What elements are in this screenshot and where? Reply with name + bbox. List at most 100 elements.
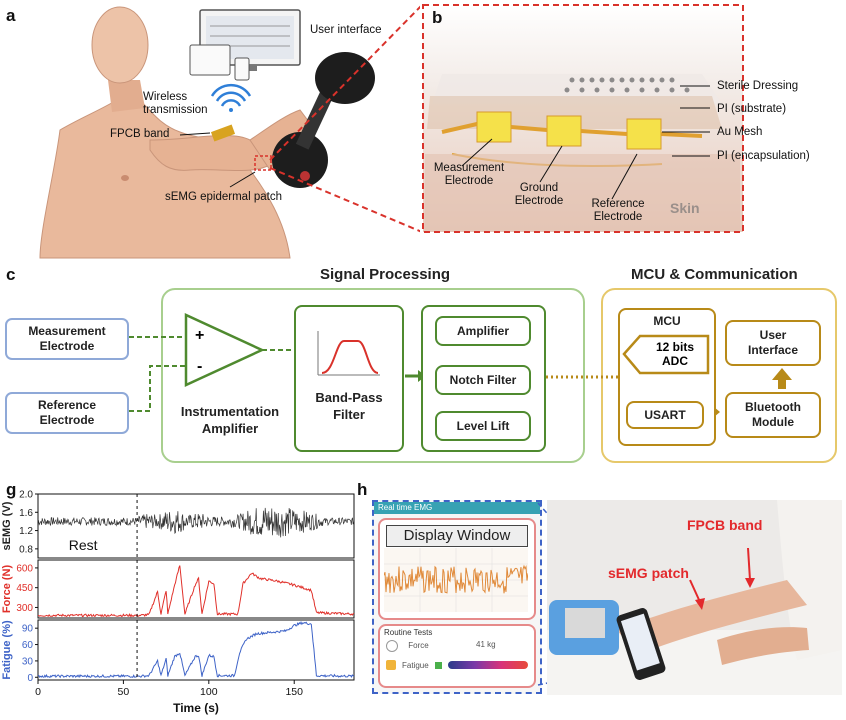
y-axis-label: Force (N) <box>1 565 13 614</box>
x-axis-label: Time (s) <box>173 701 219 715</box>
band-pass-line2: Filter <box>333 407 365 422</box>
label-skin: Skin <box>670 200 700 216</box>
reference-electrode-box: Reference Electrode <box>5 392 129 434</box>
label-wireless-line1: Wireless <box>143 91 188 103</box>
emg-trace-icon <box>384 548 528 612</box>
panel-letter-b: b <box>432 8 443 27</box>
display-window-label: Display Window <box>386 525 528 547</box>
force-label: Force <box>408 641 429 651</box>
fatigue-indicator <box>434 661 442 669</box>
band-pass-curve-icon <box>317 331 380 376</box>
app-titlebar: Real time EMG <box>374 502 540 514</box>
y-tick-label: 60 <box>22 640 34 651</box>
x-tick-label: 100 <box>200 686 218 698</box>
y-axis-label: sEMG (V) <box>1 501 13 550</box>
panel-letter-c: c <box>6 265 16 284</box>
mcu-communication-title: MCU & Communication <box>631 266 798 283</box>
band-pass-line1: Band-Pass <box>315 390 383 405</box>
y-tick-label: 300 <box>16 603 33 614</box>
plus-sign: + <box>195 327 205 344</box>
app-screen: Real time EMG Display Window Routine Tes… <box>372 500 542 694</box>
y-tick-label: 0.8 <box>19 544 33 555</box>
adc-label: 12 bits ADC <box>642 340 708 368</box>
adc-shape <box>622 334 710 375</box>
semg-series-line <box>37 507 355 538</box>
measurement-electrode-line1: Measurement <box>28 324 106 338</box>
panel-c-connectors <box>129 313 792 417</box>
usart-box: USART <box>626 401 704 429</box>
notch-filter-box: Notch Filter <box>435 365 531 395</box>
force-value: 41 kg <box>476 640 496 649</box>
label-reference-electrode-b-line1: Reference <box>591 198 645 210</box>
routine-tests-panel: Routine Tests Force 41 kg Fatigue <box>378 624 536 688</box>
label-semg-patch: sEMG epidermal patch <box>165 191 282 203</box>
x-tick-label: 0 <box>35 686 41 698</box>
label-wireless: Wireless transmission <box>143 91 208 117</box>
dumbbell-shape <box>272 52 375 188</box>
bluetooth-line2: Module <box>752 415 794 429</box>
force-series-line <box>37 565 355 618</box>
label-wireless-line2: transmission <box>143 104 208 116</box>
label-semg-patch-h: sEMG patch <box>608 565 689 581</box>
reference-electrode-line2: Electrode <box>39 413 95 427</box>
wifi-icon <box>210 83 252 112</box>
x-tick-label: 50 <box>118 686 130 698</box>
label-user-interface: User interface <box>310 24 382 36</box>
label-ground-electrode-line1: Ground <box>519 182 559 194</box>
label-ground-electrode: Ground Electrode <box>509 182 569 208</box>
y-tick-label: 30 <box>22 656 34 667</box>
label-fpcb-band: FPCB band <box>110 128 170 140</box>
instrumentation-amp-label: Instrumentation Amplifier <box>170 403 290 437</box>
user-interface-line1: User <box>759 328 787 342</box>
signal-processing-title: Signal Processing <box>320 266 451 283</box>
semg-patch-shape <box>254 155 272 171</box>
x-tick-label: 150 <box>285 686 303 698</box>
routine-tests-label: Routine Tests <box>384 628 433 637</box>
user-interface-box: User Interface <box>725 320 821 366</box>
user-interface-line2: Interface <box>747 343 799 357</box>
y-tick-label: 1.6 <box>19 508 33 519</box>
y-tick-label: 1.2 <box>19 526 33 537</box>
force-row: Force 41 kg <box>386 640 496 652</box>
monitor-icon <box>189 9 301 81</box>
panel-a-illustration <box>39 5 420 259</box>
y-tick-label: 450 <box>16 583 33 594</box>
label-ground-electrode-line2: Electrode <box>514 195 564 207</box>
instrumentation-amp-line2: Amplifier <box>201 421 259 436</box>
amplifier-box: Amplifier <box>435 316 531 346</box>
band-pass-filter-box: Band-Pass Filter <box>294 305 404 452</box>
signal-processing-container <box>161 288 585 463</box>
skin-layer <box>425 154 740 230</box>
fatigue-gradient-bar <box>447 661 528 669</box>
y-tick-label: 0 <box>27 673 33 684</box>
fpcb-band-shape <box>210 124 236 142</box>
fatigue-series-line <box>37 621 355 679</box>
y-axis-label: Fatigue (%) <box>1 620 13 680</box>
panel-letter-h: h <box>357 480 368 499</box>
band-pass-label: Band-Pass Filter <box>296 389 402 423</box>
rest-label: Rest <box>69 537 98 553</box>
label-reference-electrode-b-line2: Electrode <box>593 211 643 223</box>
bluetooth-line1: Bluetooth <box>745 400 801 414</box>
adc-line2: ADC <box>662 354 688 368</box>
label-fpcb-band-h: FPCB band <box>687 517 763 533</box>
fatigue-row: Fatigue <box>386 660 528 670</box>
mcu-label: MCU <box>653 314 681 328</box>
display-window-panel: Display Window <box>378 518 536 620</box>
measurement-electrode-line2: Electrode <box>39 339 95 353</box>
label-measurement-electrode-b-line1: Measurement <box>433 162 505 174</box>
plot-frame-2 <box>37 559 355 619</box>
label-measurement-electrode-b-line2: Electrode <box>444 175 494 187</box>
panel-letter-g: g <box>6 480 17 499</box>
adc-line1: 12 bits <box>655 340 694 354</box>
arm-photo <box>547 500 842 695</box>
instrumentation-amp-line1: Instrumentation <box>180 404 280 419</box>
head-shape <box>91 6 149 84</box>
label-sterile-dressing: Sterile Dressing <box>717 80 799 92</box>
y-tick-label: 600 <box>16 563 33 574</box>
panel-b-frame <box>422 4 744 233</box>
measurement-electrode-box: Measurement Electrode <box>5 318 129 360</box>
fatigue-label: Fatigue <box>402 660 429 670</box>
label-pi-encapsulation: PI (encapsulation) <box>717 150 810 162</box>
